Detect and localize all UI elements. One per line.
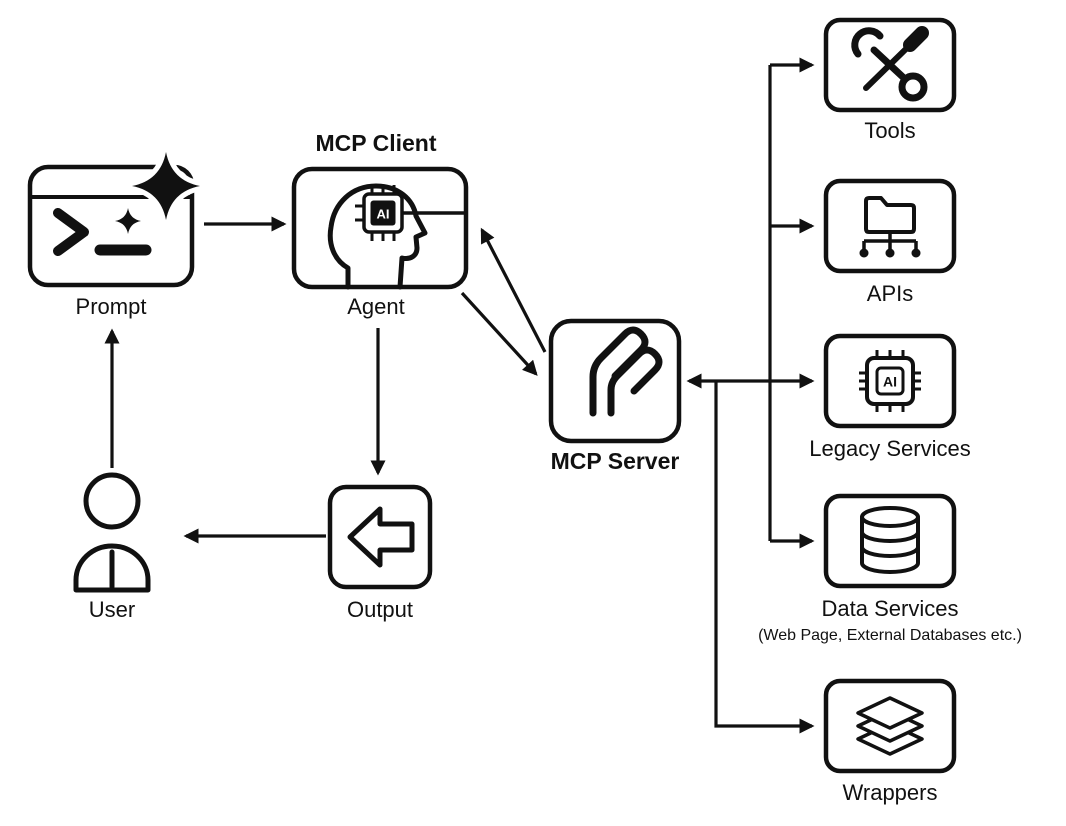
tools-label: Tools [864,118,915,143]
apis-box [823,178,957,274]
layer-top [856,696,924,730]
node-mcp-client: MCP Client AI Agent [291,130,469,319]
mcp-server-label: MCP Server [551,448,680,474]
sparkle-icon-large [130,150,202,222]
node-tools: Tools [823,17,957,143]
terminal-icon [27,150,202,288]
folder-shape [864,196,916,234]
node-mcp-server: MCP Server [548,318,682,474]
network-lines [862,232,918,249]
node-output: Output [327,484,433,622]
database-icon [860,506,920,574]
data-services-label: Data Services [822,596,959,621]
user-head [83,472,141,530]
edges [104,57,815,734]
node-legacy-services: AI Legacy Services [809,333,971,461]
edge-agent-to-server [460,291,538,376]
mcp-logo-icon [589,326,663,417]
network-node-dot [885,248,895,258]
folder-network-icon [859,196,921,258]
wrench-ring-end [898,72,928,102]
node-user: User [73,472,151,622]
node-wrappers: Wrappers [823,678,957,805]
chip-pins [355,185,396,241]
tools-icon [851,26,929,102]
chip-ai-text: AI [883,374,897,390]
legacy-label: Legacy Services [809,436,970,461]
node-prompt: Prompt [27,150,202,319]
left-arrow-icon [347,506,415,568]
mcp-client-title: MCP Client [316,130,437,156]
network-node-dot [859,248,869,258]
chip-pins [859,350,921,412]
chip-inner [875,366,905,396]
chip-ai-text: AI [377,207,390,222]
terminal-chevron-icon [53,208,89,256]
user-icon [73,472,151,593]
agent-label: Agent [347,294,405,319]
network-node-dot [911,248,921,258]
screwdriver-shaft [863,42,913,91]
user-body [73,543,151,593]
node-apis: APIs [823,178,957,306]
ai-chip-icon: AI [859,350,921,412]
layers-icon [856,696,924,756]
wrappers-label: Wrappers [843,780,938,805]
edge-server-to-wrappers [714,381,815,734]
prompt-label: Prompt [76,294,147,319]
agent-head-chip-icon: AI [327,183,464,290]
data-services-sublabel: (Web Page, External Databases etc.) [758,627,1022,644]
head-profile-icon [327,183,428,290]
wrench-open-end [851,27,884,58]
sparkle-icon-small [114,207,142,235]
output-label: Output [347,597,413,622]
edge-server-to-agent [480,227,547,353]
chip-inner [370,200,396,226]
user-label: User [89,597,135,622]
output-box [327,484,433,590]
apis-label: APIs [867,281,913,306]
node-data-services: Data Services (Web Page, External Databa… [758,493,1022,644]
